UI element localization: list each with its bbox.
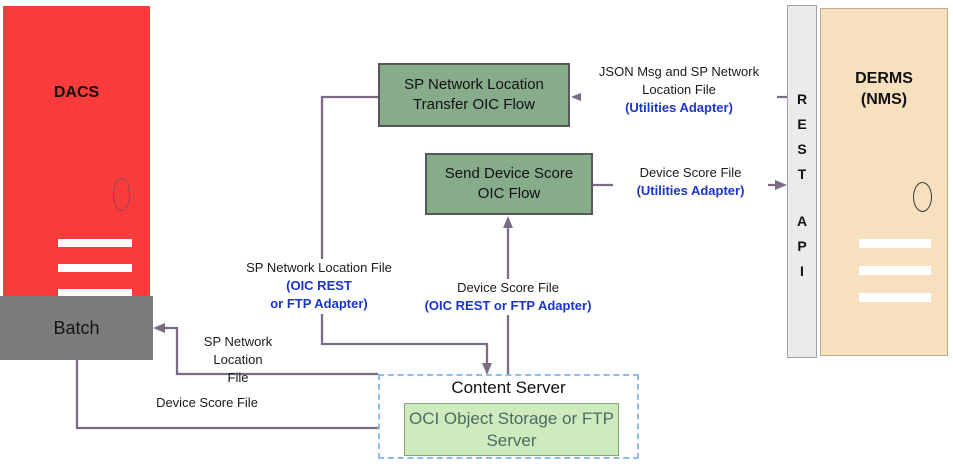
- oci-object-storage-box: OCI Object Storage or FTP Server: [404, 403, 619, 456]
- server-slot-icon: [859, 293, 931, 302]
- derms-nms-box: DERMS (NMS): [820, 8, 948, 356]
- server-slot-icon: [859, 239, 931, 248]
- label-text: JSON Msg and SP Network Location File: [598, 64, 760, 98]
- batch-label: Batch: [53, 317, 100, 338]
- label-device-score-utilities: Device Score File (Utilities Adapter): [613, 164, 768, 201]
- label-text: Device Score File: [457, 280, 559, 295]
- sp-flow-label: SP Network Location Transfer OIC Flow: [404, 75, 544, 113]
- label-adapter: (OIC REST or FTP Adapter): [424, 298, 592, 314]
- server-slot-icon: [58, 289, 132, 297]
- rest-api-strip: R E S T A P I: [787, 5, 817, 358]
- label-sp-network-file-oic: SP Network Location File (OIC REST or FT…: [223, 259, 415, 314]
- label-text: SP Network: [203, 334, 273, 349]
- label-text: Device Score File: [639, 165, 742, 180]
- label-adapter: (Utilities Adapter): [636, 183, 745, 199]
- edge-spflow-to-contentserver: [320, 95, 492, 375]
- server-power-button-icon: [113, 178, 130, 211]
- dacs-server-box: DACS: [3, 6, 150, 297]
- server-power-button-icon: [913, 182, 932, 212]
- label-adapter: or FTP Adapter): [270, 296, 368, 312]
- label-text: File: [227, 370, 249, 386]
- sp-network-location-transfer-oic-flow-box: SP Network Location Transfer OIC Flow: [378, 63, 570, 127]
- label-text: Device Score File: [156, 395, 258, 410]
- server-slot-icon: [58, 239, 132, 247]
- rest-api-letter: A: [796, 213, 808, 229]
- batch-box: Batch: [0, 296, 153, 360]
- rest-api-letter: S: [797, 141, 807, 157]
- content-server-title: Content Server: [451, 378, 566, 397]
- label-adapter: (Utilities Adapter): [625, 100, 733, 116]
- rest-api-letter: P: [797, 238, 807, 254]
- rest-api-letter: E: [797, 116, 807, 132]
- label-text: Location: [213, 352, 263, 368]
- content-server-group: Content Server OCI Object Storage or FTP…: [378, 374, 639, 459]
- server-slot-icon: [859, 266, 931, 275]
- dacs-label: DACS: [53, 84, 100, 101]
- label-device-score-file-oic: Device Score File (OIC REST or FTP Adapt…: [406, 279, 610, 316]
- label-adapter: (OIC REST: [286, 278, 352, 294]
- label-json-msg-sp-network: JSON Msg and SP Network Location File (U…: [581, 63, 777, 118]
- score-flow-label: Send Device Score OIC Flow: [444, 164, 574, 202]
- label-device-score-file-bottom: Device Score File: [147, 394, 267, 412]
- label-sp-network-location-file: SP Network Location File: [190, 333, 286, 388]
- rest-api-letter: I: [800, 263, 804, 279]
- rest-api-letter: T: [797, 166, 807, 182]
- oci-label: OCI Object Storage or FTP Server: [408, 409, 614, 450]
- derms-label: DERMS (NMS): [855, 70, 913, 108]
- label-text: SP Network Location File: [246, 260, 392, 275]
- rest-api-letter: R: [796, 91, 808, 107]
- send-device-score-oic-flow-box: Send Device Score OIC Flow: [425, 153, 593, 215]
- server-slot-icon: [58, 264, 132, 272]
